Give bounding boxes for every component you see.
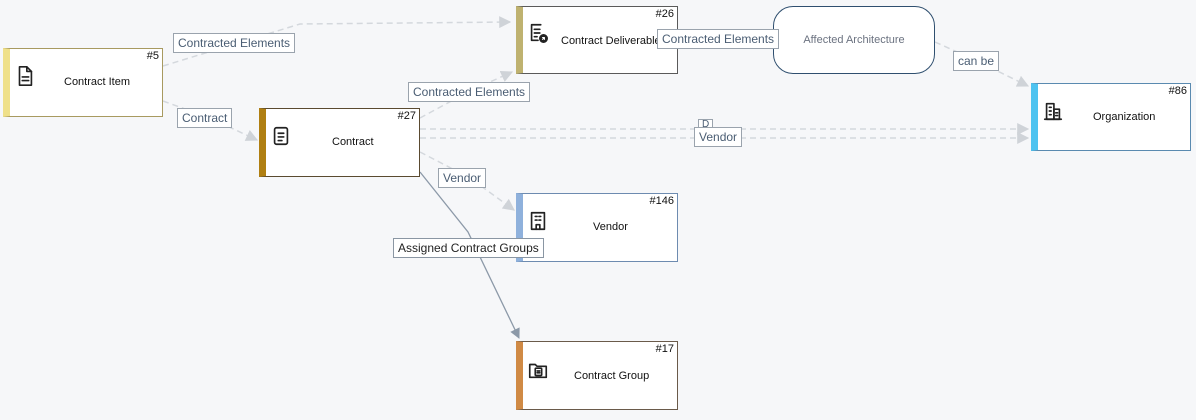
node-label: Contract — [332, 136, 374, 148]
edge-label-contract-to-vendor[interactable]: Vendor — [438, 168, 487, 188]
node-label: Affected Architecture — [803, 34, 905, 46]
office-building-icon — [527, 210, 549, 232]
node-id: #5 — [146, 50, 159, 62]
node-id: #26 — [655, 8, 674, 20]
edge-contract-to-group[interactable] — [419, 171, 520, 339]
edge-label-contract-to-group[interactable]: Assigned Contract Groups — [393, 238, 544, 258]
node-label: Contract Item — [64, 76, 131, 88]
node-contract-item[interactable]: #5 Contract Item — [3, 48, 163, 117]
edge-label-item-to-deliverable[interactable]: Contracted Elements — [173, 33, 296, 53]
edge-label-item-to-contract[interactable]: Contract — [177, 108, 233, 128]
node-id: #17 — [655, 343, 674, 355]
node-id: #86 — [1168, 85, 1187, 97]
edge-item-to-deliverable[interactable] — [162, 16, 512, 67]
document-lines-icon — [270, 125, 292, 147]
folder-document-icon — [527, 359, 549, 381]
node-organization[interactable]: #86 Organization — [1031, 83, 1191, 151]
edge-label-architecture-to-org[interactable]: can be — [953, 51, 1000, 71]
edge-contract-to-vendor[interactable] — [419, 151, 515, 211]
node-contract[interactable]: #27 Contract — [259, 108, 420, 177]
node-id: #27 — [397, 110, 416, 122]
node-label: Organization — [1093, 111, 1156, 123]
document-icon — [14, 65, 36, 87]
deliverable-icon — [527, 22, 549, 44]
node-label: Contract Group — [574, 370, 650, 382]
node-affected-architecture[interactable]: Affected Architecture — [773, 6, 935, 74]
edge-item-to-contract[interactable] — [162, 100, 259, 141]
node-contract-group[interactable]: #17 Contract Group — [516, 341, 678, 410]
node-vendor[interactable]: #146 Vendor — [516, 193, 678, 262]
edge-label-contract-to-deliverable[interactable]: Contracted Elements — [408, 82, 531, 102]
node-id: #146 — [649, 195, 674, 207]
node-contract-deliverable[interactable]: #26 Contract Deliverable — [516, 6, 678, 74]
edge-label-deliverable-to-architecture[interactable]: Contracted Elements — [657, 29, 780, 49]
node-label: Contract Deliverable — [561, 35, 661, 47]
building-icon — [1042, 100, 1064, 122]
node-label: Vendor — [593, 221, 628, 233]
edge-label-contract-to-org[interactable]: Vendor — [694, 127, 743, 147]
